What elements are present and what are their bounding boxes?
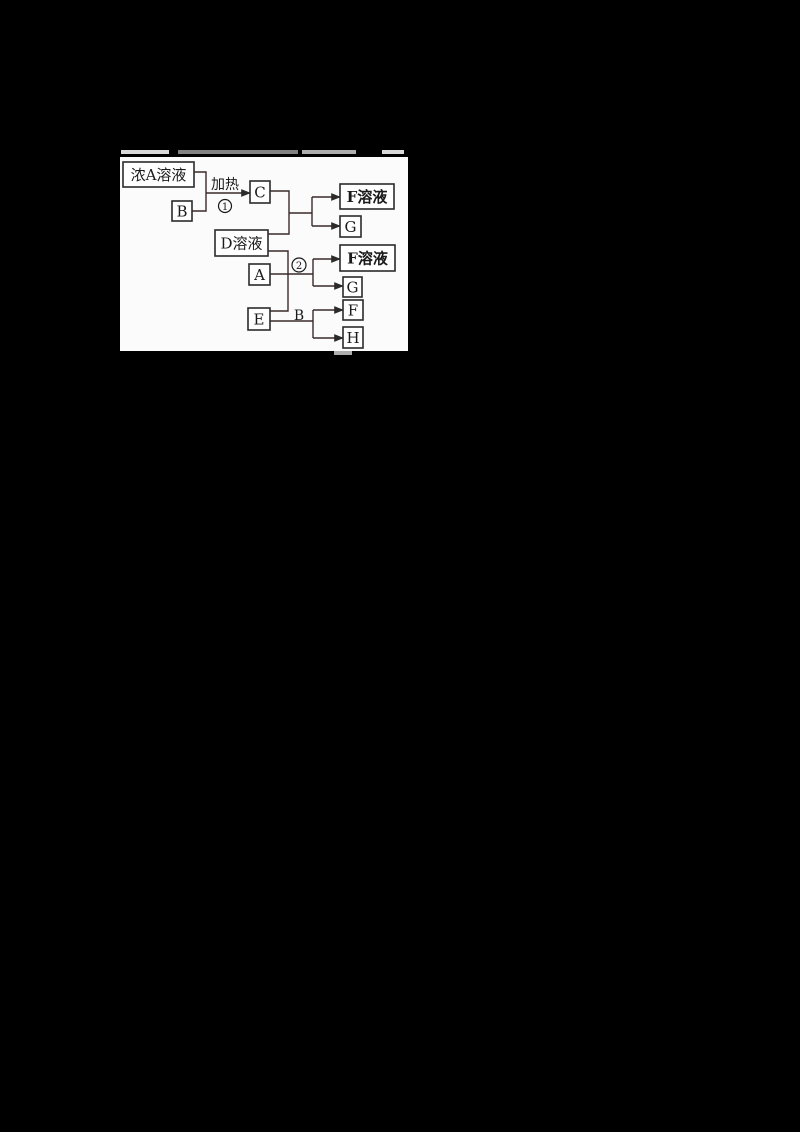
node-label: G (345, 218, 357, 236)
node-label: E (254, 311, 265, 329)
node-label: A (253, 266, 265, 284)
node-label: H (346, 329, 359, 347)
node-f-solution-2: F溶液 (339, 244, 396, 272)
node-label: F (348, 302, 358, 320)
reagent-b-label: B (294, 308, 304, 324)
svg-text:2: 2 (296, 261, 302, 272)
node-f-solution-1: F溶液 (339, 183, 395, 210)
node-h: H (342, 326, 364, 349)
condition-heat-label: 加热 (211, 177, 239, 193)
node-g-2: G (342, 276, 363, 298)
node-label: F溶液 (347, 188, 389, 206)
node-d-solution: D溶液 (214, 229, 269, 257)
svg-text:1: 1 (222, 202, 228, 213)
reaction-2-marker: 2 (291, 257, 307, 273)
node-label: C (254, 184, 265, 202)
reaction-1-marker: 1 (217, 198, 233, 214)
node-label: B (176, 203, 187, 221)
connector-d-e-vertical (268, 250, 289, 312)
node-b: B (171, 200, 193, 222)
node-e: E (247, 307, 271, 331)
node-conc-a-solution: 浓A溶液 (122, 161, 195, 188)
node-label: G (347, 279, 359, 297)
node-a: A (248, 263, 271, 286)
scan-noise-top (121, 150, 404, 355)
node-g-1: G (339, 215, 362, 238)
node-label: F溶液 (347, 250, 389, 268)
node-c: C (249, 180, 271, 204)
node-f: F (342, 299, 364, 321)
node-label: 浓A溶液 (131, 166, 187, 184)
connector-a-b-join (192, 171, 207, 212)
node-label: D溶液 (220, 235, 262, 253)
